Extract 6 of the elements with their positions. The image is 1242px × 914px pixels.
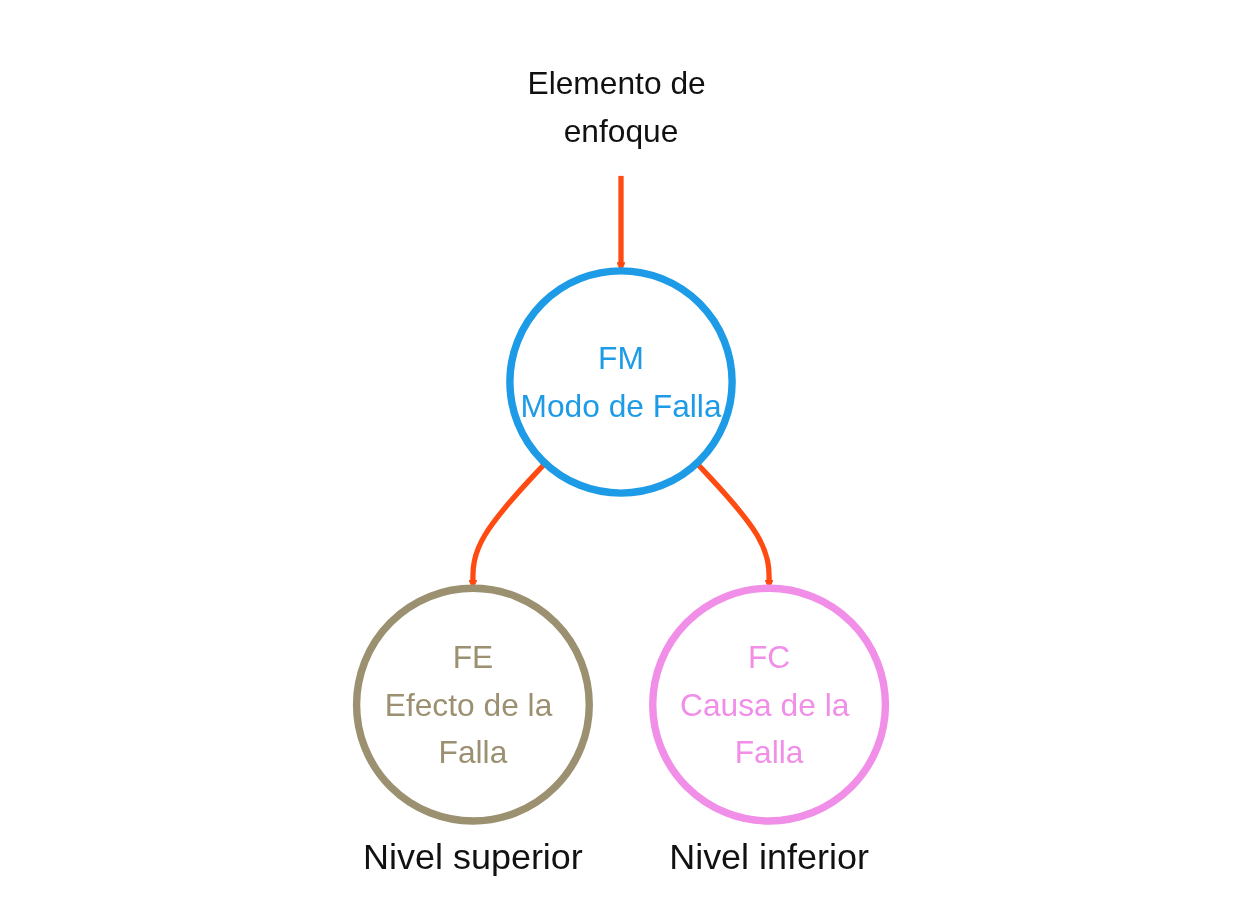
node-circle: FM Modo de Falla xyxy=(506,267,736,497)
level-caption: Nivel inferior xyxy=(669,835,869,877)
node-text: Elemento de enfoque xyxy=(527,65,706,149)
node-circle: FE Efecto de la Falla xyxy=(352,584,593,825)
node-circle: FC Causa de la Falla xyxy=(649,584,890,825)
level-caption: Nivel superior xyxy=(363,835,583,877)
